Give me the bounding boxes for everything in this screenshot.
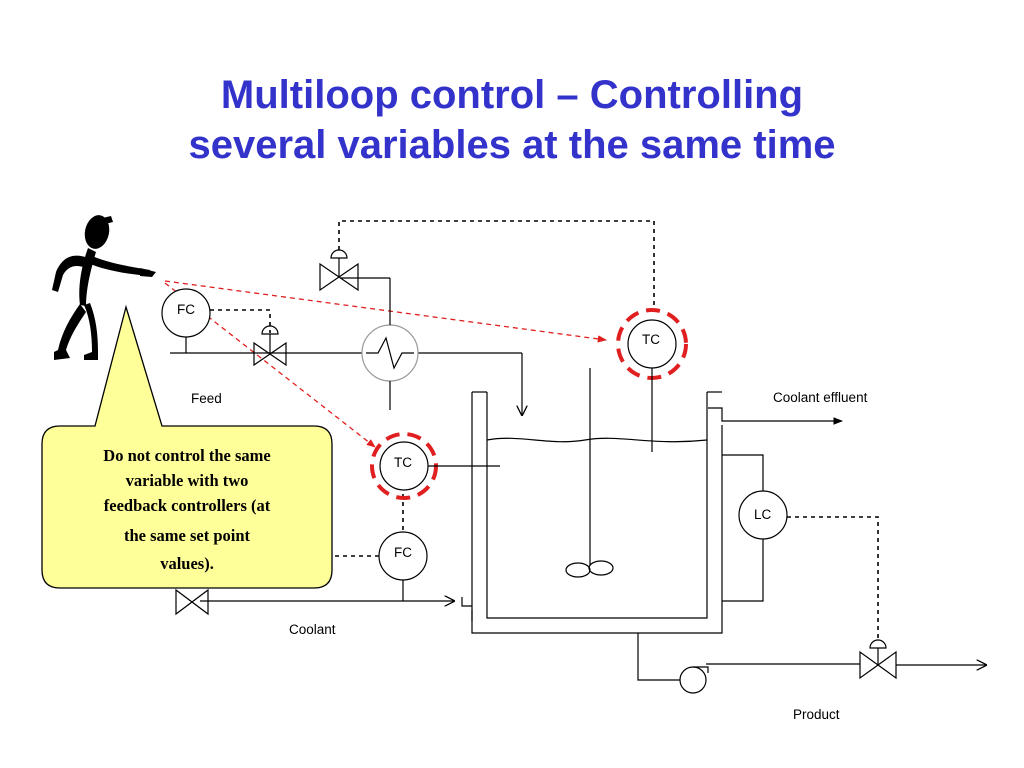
lc-label: LC	[754, 507, 772, 522]
feed-fc-signal	[210, 309, 271, 333]
product-label: Product	[793, 707, 840, 722]
mid-tc-label: TC	[394, 455, 412, 470]
top-tc-label: TC	[642, 332, 660, 347]
pointing-person-figure	[52, 215, 156, 360]
coolant-valve-icon	[175, 588, 209, 616]
callout-line-4: the same set point	[124, 526, 251, 545]
top-tc-signal	[338, 220, 655, 310]
pump-icon	[679, 666, 709, 694]
callout-line-2: variable with two	[126, 471, 249, 490]
feed-valve-icon	[253, 325, 287, 367]
feed-label: Feed	[191, 391, 222, 406]
callout-line-3: feedback controllers (at	[104, 496, 271, 515]
coolant-effluent-label: Coolant effluent	[773, 390, 868, 405]
pointer-line-to-top-tc	[164, 280, 607, 343]
product-outlet-pipe	[637, 633, 680, 681]
product-valve-icon	[859, 639, 897, 680]
reactor-vessel	[471, 368, 723, 634]
callout-line-1: Do not control the same	[103, 446, 270, 465]
coolant-fc-label: FC	[394, 545, 412, 560]
warning-callout: Do not control the same variable with tw…	[41, 304, 333, 589]
title-line-2: several variables at the same time	[188, 123, 836, 167]
coolant-effluent-pipe	[708, 407, 843, 425]
title-line-1: Multiloop control – Controlling	[220, 73, 804, 117]
exchanger-valve-icon	[319, 249, 359, 292]
coolant-jacket-inlet	[461, 597, 473, 621]
feed-fc-label: FC	[177, 302, 195, 317]
lc-signal	[787, 516, 879, 640]
heat-exchanger-icon	[361, 324, 419, 382]
coolant-label: Coolant	[289, 622, 336, 637]
lc-tap-bottom	[722, 539, 764, 602]
callout-line-5: values).	[160, 554, 214, 573]
slide-title: Multiloop control – Controlling several …	[0, 70, 1024, 170]
lc-tap-top	[722, 454, 764, 491]
